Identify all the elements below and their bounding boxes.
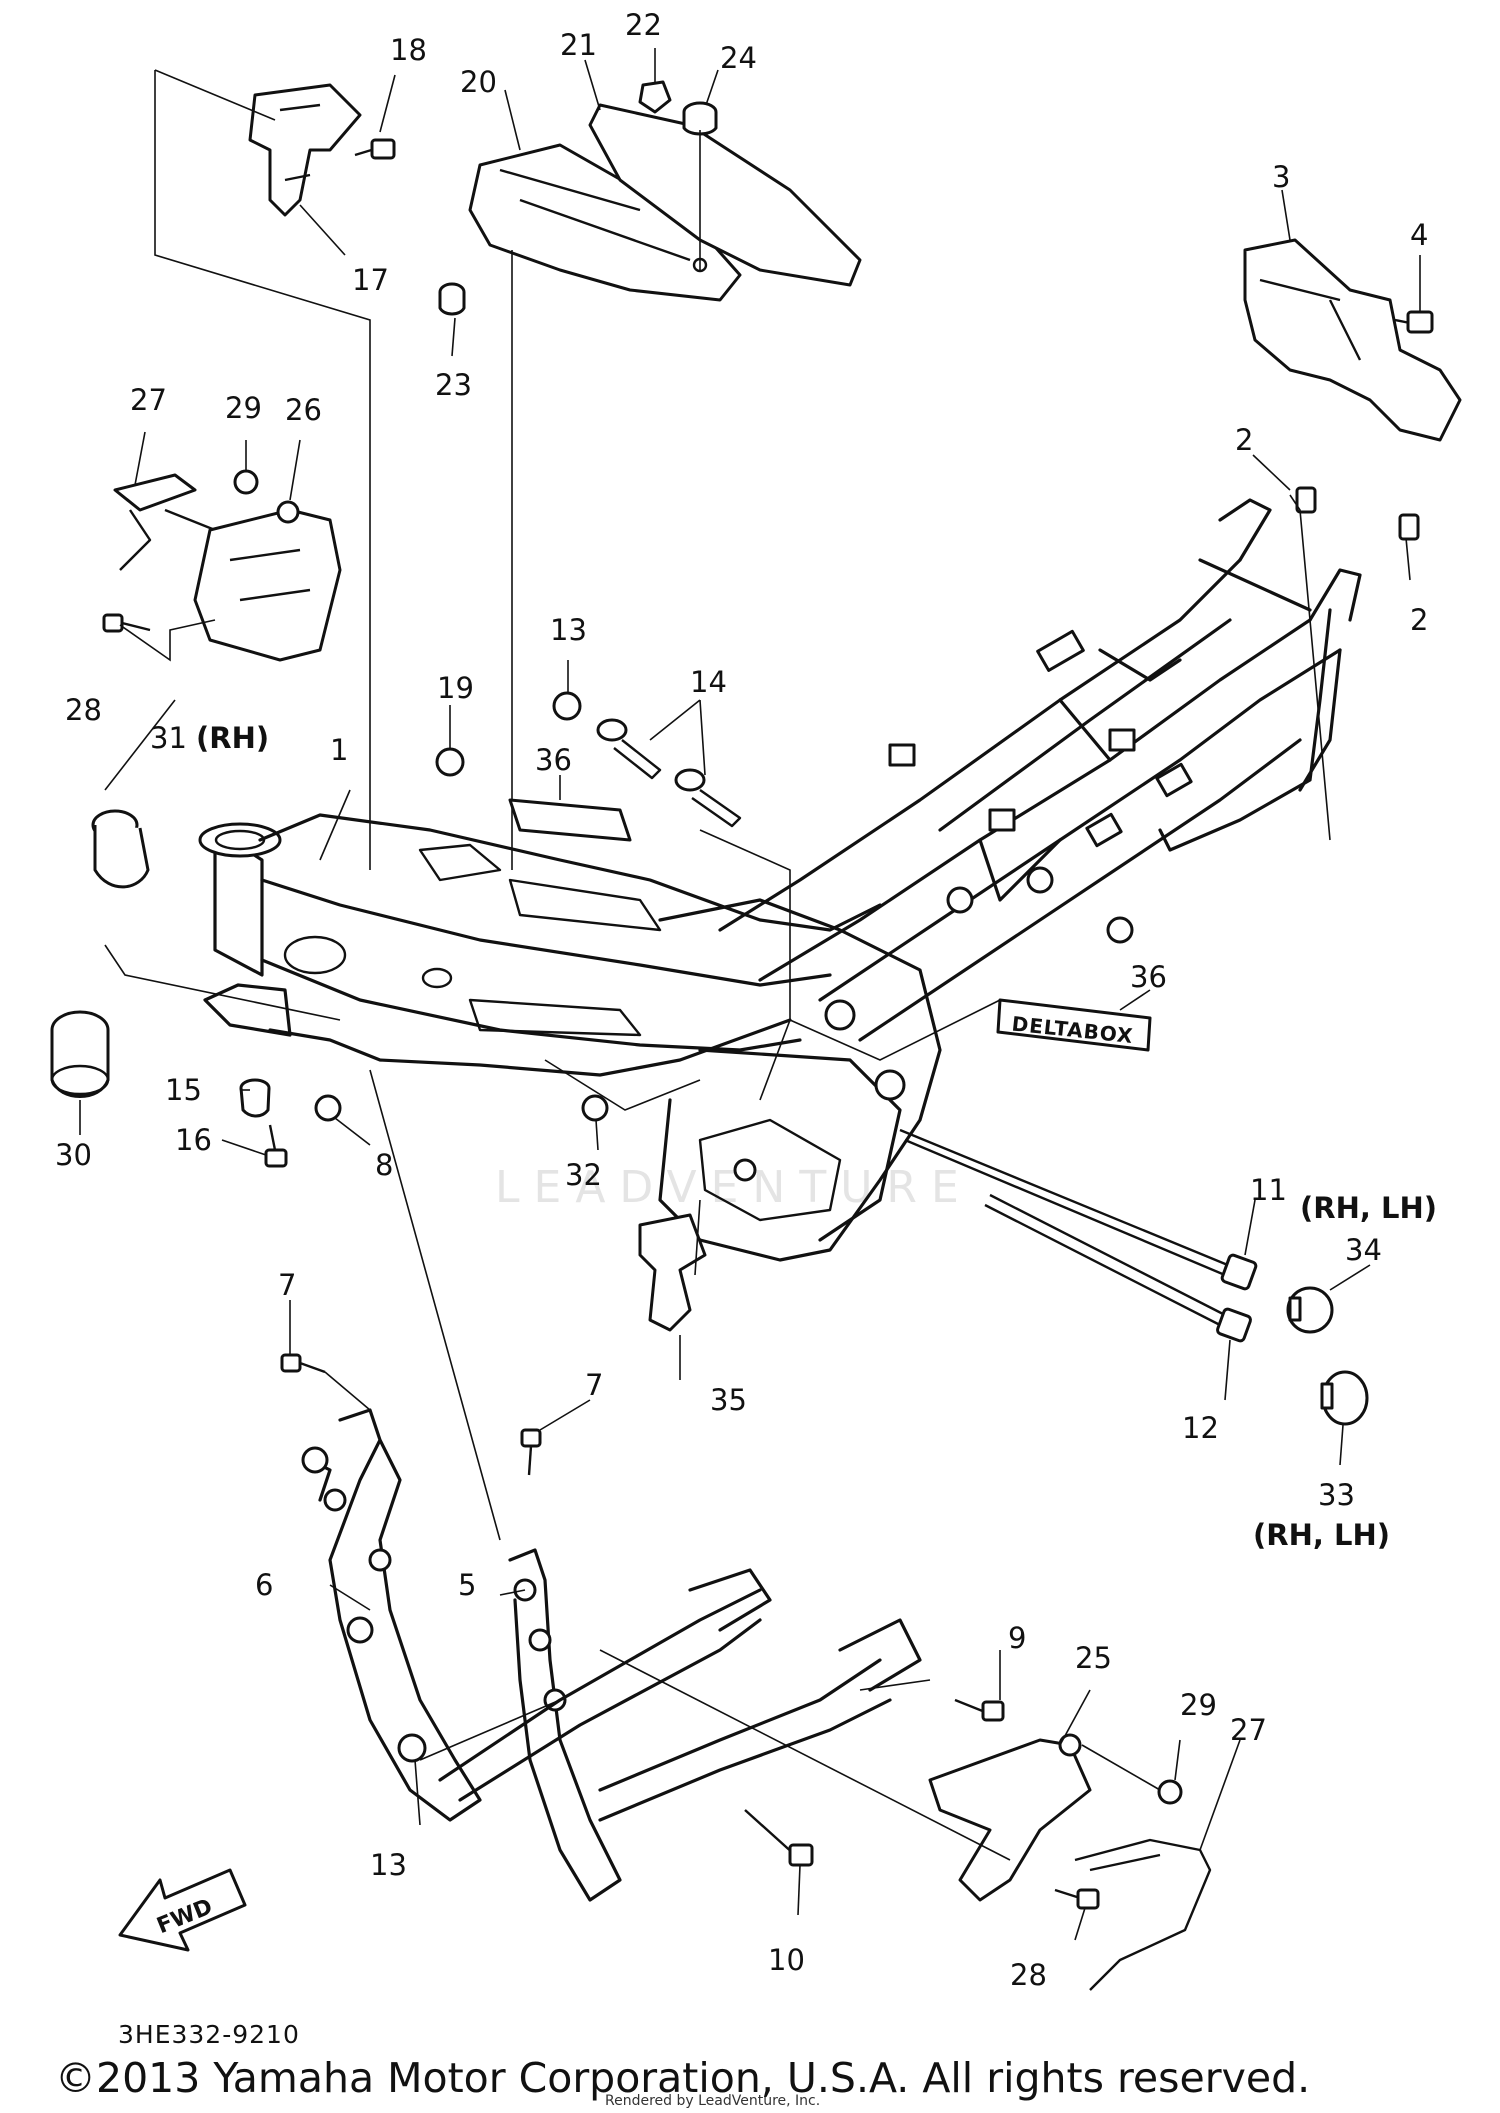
callout-27b: 27 bbox=[1230, 1713, 1267, 1747]
callout-23: 23 bbox=[435, 368, 472, 402]
callout-25: 25 bbox=[1075, 1641, 1112, 1675]
forward-arrow-icon: FWD bbox=[118, 1868, 247, 1952]
bolt-part-11[interactable] bbox=[899, 1128, 1258, 1291]
bolt-part-28-upper[interactable] bbox=[102, 613, 151, 633]
nut-part-13-lower[interactable] bbox=[397, 1733, 427, 1763]
grommet-part-24[interactable] bbox=[682, 101, 718, 136]
callout-19: 19 bbox=[437, 671, 474, 705]
bolt-part-7a[interactable] bbox=[280, 1353, 326, 1374]
nut-part-29-upper[interactable] bbox=[233, 469, 259, 495]
callout-6: 6 bbox=[255, 1568, 273, 1602]
callout-2a: 2 bbox=[1235, 423, 1253, 457]
callout-9: 9 bbox=[1008, 1621, 1026, 1655]
nut-part-22[interactable] bbox=[638, 80, 672, 114]
callout-34: 34 bbox=[1345, 1233, 1382, 1267]
callout-36b: 36 bbox=[1130, 960, 1167, 994]
bracket-part-3[interactable] bbox=[1243, 238, 1462, 442]
callout-10: 10 bbox=[768, 1943, 805, 1977]
nut-part-13-upper[interactable] bbox=[552, 691, 582, 721]
bolt-part-18[interactable] bbox=[354, 138, 396, 160]
callout-11: 11 bbox=[1250, 1173, 1287, 1207]
bolt-part-9[interactable] bbox=[954, 1698, 1005, 1722]
cap-part-30[interactable] bbox=[50, 1010, 110, 1098]
damper-part-2a[interactable] bbox=[1295, 486, 1317, 514]
bolt-part-14[interactable] bbox=[596, 718, 742, 828]
copyright-notice: ©2013 Yamaha Motor Corporation, U.S.A. A… bbox=[55, 2054, 1311, 2102]
callout-15: 15 bbox=[165, 1073, 202, 1107]
callout-11-note: (RH, LH) bbox=[1300, 1191, 1437, 1225]
callout-27a: 27 bbox=[130, 383, 167, 417]
bracket-part-26[interactable] bbox=[193, 508, 342, 662]
cover-part-20[interactable] bbox=[468, 143, 742, 302]
callout-26: 26 bbox=[285, 393, 322, 427]
callout-13b: 13 bbox=[370, 1848, 407, 1882]
callout-7a: 7 bbox=[278, 1268, 296, 1302]
stay-part-27-lower[interactable] bbox=[1074, 1838, 1212, 1991]
bracket-part-25[interactable] bbox=[928, 1733, 1092, 1902]
decal-part-36-upper[interactable] bbox=[508, 798, 632, 842]
rendered-by-credit: Rendered by LeadVenture, Inc. bbox=[605, 2093, 821, 2109]
bolt-part-12[interactable] bbox=[984, 1193, 1252, 1343]
grommet-part-32[interactable] bbox=[581, 1094, 609, 1122]
grommet-part-26[interactable] bbox=[276, 500, 300, 524]
bolt-part-4[interactable] bbox=[1394, 310, 1434, 334]
callout-16: 16 bbox=[175, 1123, 212, 1157]
callout-7b: 7 bbox=[585, 1368, 603, 1402]
cap-part-34[interactable] bbox=[1286, 1286, 1334, 1334]
cap-part-31[interactable] bbox=[91, 809, 150, 889]
callout-3: 3 bbox=[1272, 160, 1290, 194]
bracket-part-17[interactable] bbox=[248, 83, 362, 217]
bolt-part-7b[interactable] bbox=[520, 1428, 542, 1476]
nut-part-8[interactable] bbox=[314, 1094, 342, 1122]
callout-32: 32 bbox=[565, 1158, 602, 1192]
callout-31-note: (RH) bbox=[196, 721, 269, 755]
bolt-part-16[interactable] bbox=[264, 1124, 288, 1168]
callout-29b: 29 bbox=[1180, 1688, 1217, 1722]
callout-33-note: (RH, LH) bbox=[1253, 1518, 1390, 1552]
cap-part-33[interactable] bbox=[1320, 1370, 1369, 1426]
callout-21: 21 bbox=[560, 28, 597, 62]
leader-lines bbox=[79, 48, 1421, 1941]
collar-part-23[interactable] bbox=[438, 282, 466, 316]
callout-24: 24 bbox=[720, 41, 757, 75]
callout-2b: 2 bbox=[1410, 603, 1428, 637]
callout-4: 4 bbox=[1410, 218, 1428, 252]
callout-28b: 28 bbox=[1010, 1958, 1047, 1992]
engine-mount-part-5[interactable] bbox=[508, 1548, 622, 1902]
callout-8: 8 bbox=[375, 1148, 393, 1182]
callout-33: 33 bbox=[1318, 1478, 1355, 1512]
callout-30: 30 bbox=[55, 1138, 92, 1172]
callout-labels: 18 17 20 21 22 24 23 3 4 2 2 27 29 26 28… bbox=[55, 8, 1437, 1992]
callout-36a: 36 bbox=[535, 743, 572, 777]
callout-5: 5 bbox=[458, 1568, 476, 1602]
callout-29a: 29 bbox=[225, 391, 262, 425]
bolt-part-10[interactable] bbox=[744, 1809, 814, 1867]
callout-17: 17 bbox=[352, 263, 389, 297]
bolt-part-28-lower[interactable] bbox=[1054, 1888, 1100, 1910]
engine-mount-part-6[interactable] bbox=[301, 1408, 482, 1822]
callout-31: 31 bbox=[150, 721, 187, 755]
callout-20: 20 bbox=[460, 65, 497, 99]
decal-part-36-deltabox[interactable]: DELTABOX bbox=[996, 998, 1152, 1052]
callout-28a: 28 bbox=[65, 693, 102, 727]
crossmember bbox=[438, 1568, 922, 1822]
callout-14: 14 bbox=[690, 665, 727, 699]
collar-part-15[interactable] bbox=[239, 1078, 271, 1118]
damper-part-2b[interactable] bbox=[1398, 513, 1420, 541]
callout-12: 12 bbox=[1182, 1411, 1219, 1445]
callout-35: 35 bbox=[710, 1383, 747, 1417]
nut-part-29-lower[interactable] bbox=[1157, 1779, 1183, 1805]
stay-part-27-upper[interactable] bbox=[113, 473, 216, 571]
callout-22: 22 bbox=[625, 8, 662, 42]
main-frame-part-1[interactable] bbox=[198, 498, 1362, 1262]
diagram-code: 3HE332-9210 bbox=[118, 2020, 300, 2049]
callout-1: 1 bbox=[330, 733, 348, 767]
grommet-part-19[interactable] bbox=[435, 747, 465, 777]
callout-18: 18 bbox=[390, 33, 427, 67]
callout-13a: 13 bbox=[550, 613, 587, 647]
